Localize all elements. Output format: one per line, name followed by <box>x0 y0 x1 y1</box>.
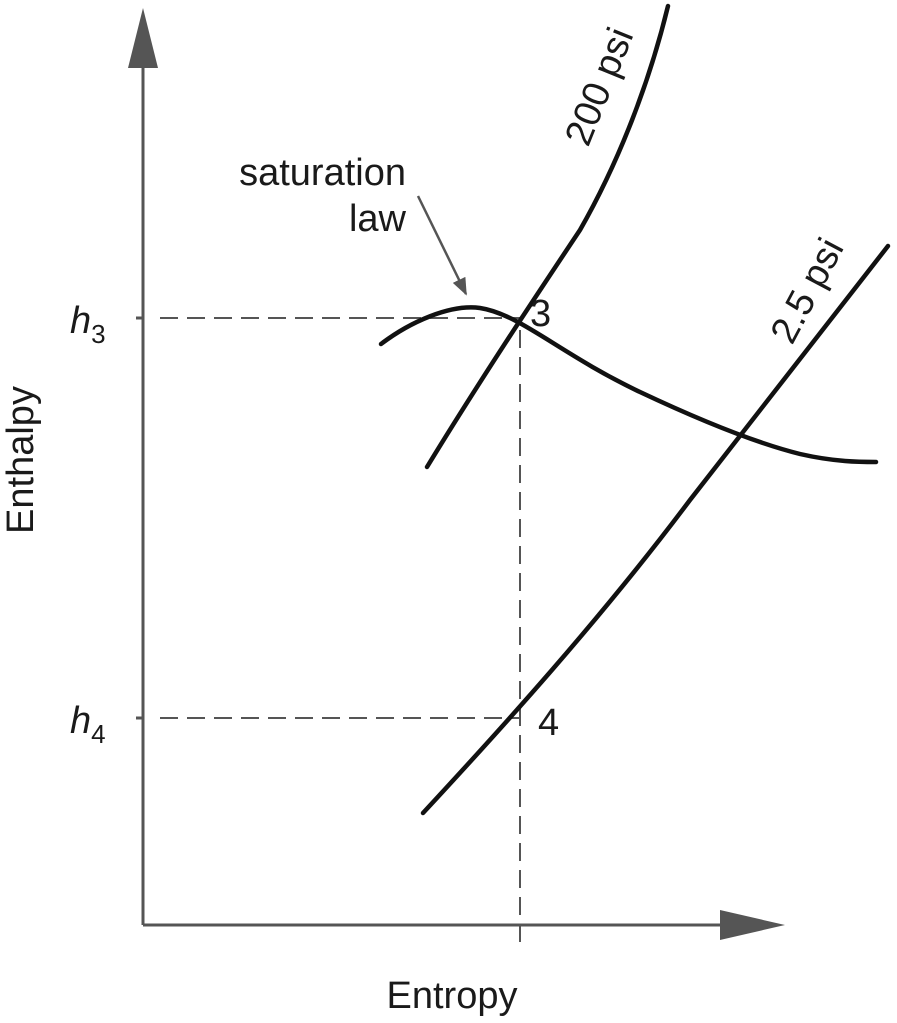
isobar-2-5-psi-label: 2.5 psi <box>763 232 853 351</box>
x-axis-arrowhead <box>720 910 785 940</box>
point-4-label: 4 <box>538 702 559 744</box>
saturation-pointer-arrow <box>416 195 468 296</box>
saturation-curve <box>378 305 879 465</box>
x-axis <box>143 910 785 940</box>
h3-label: h3 <box>70 300 106 349</box>
h4-label: h4 <box>70 700 106 749</box>
x-axis-label: Entropy <box>387 975 518 1017</box>
isobar-200-psi <box>424 3 671 470</box>
y-axis <box>128 8 158 925</box>
point-3-label: 3 <box>530 293 551 335</box>
saturation-annotation-line1: saturation <box>239 152 406 194</box>
isobar-2-5-psi <box>420 243 891 816</box>
y-axis-label: Enthalpy <box>0 386 42 534</box>
y-axis-arrowhead <box>128 8 158 68</box>
saturation-annotation-line2: law <box>349 198 407 240</box>
